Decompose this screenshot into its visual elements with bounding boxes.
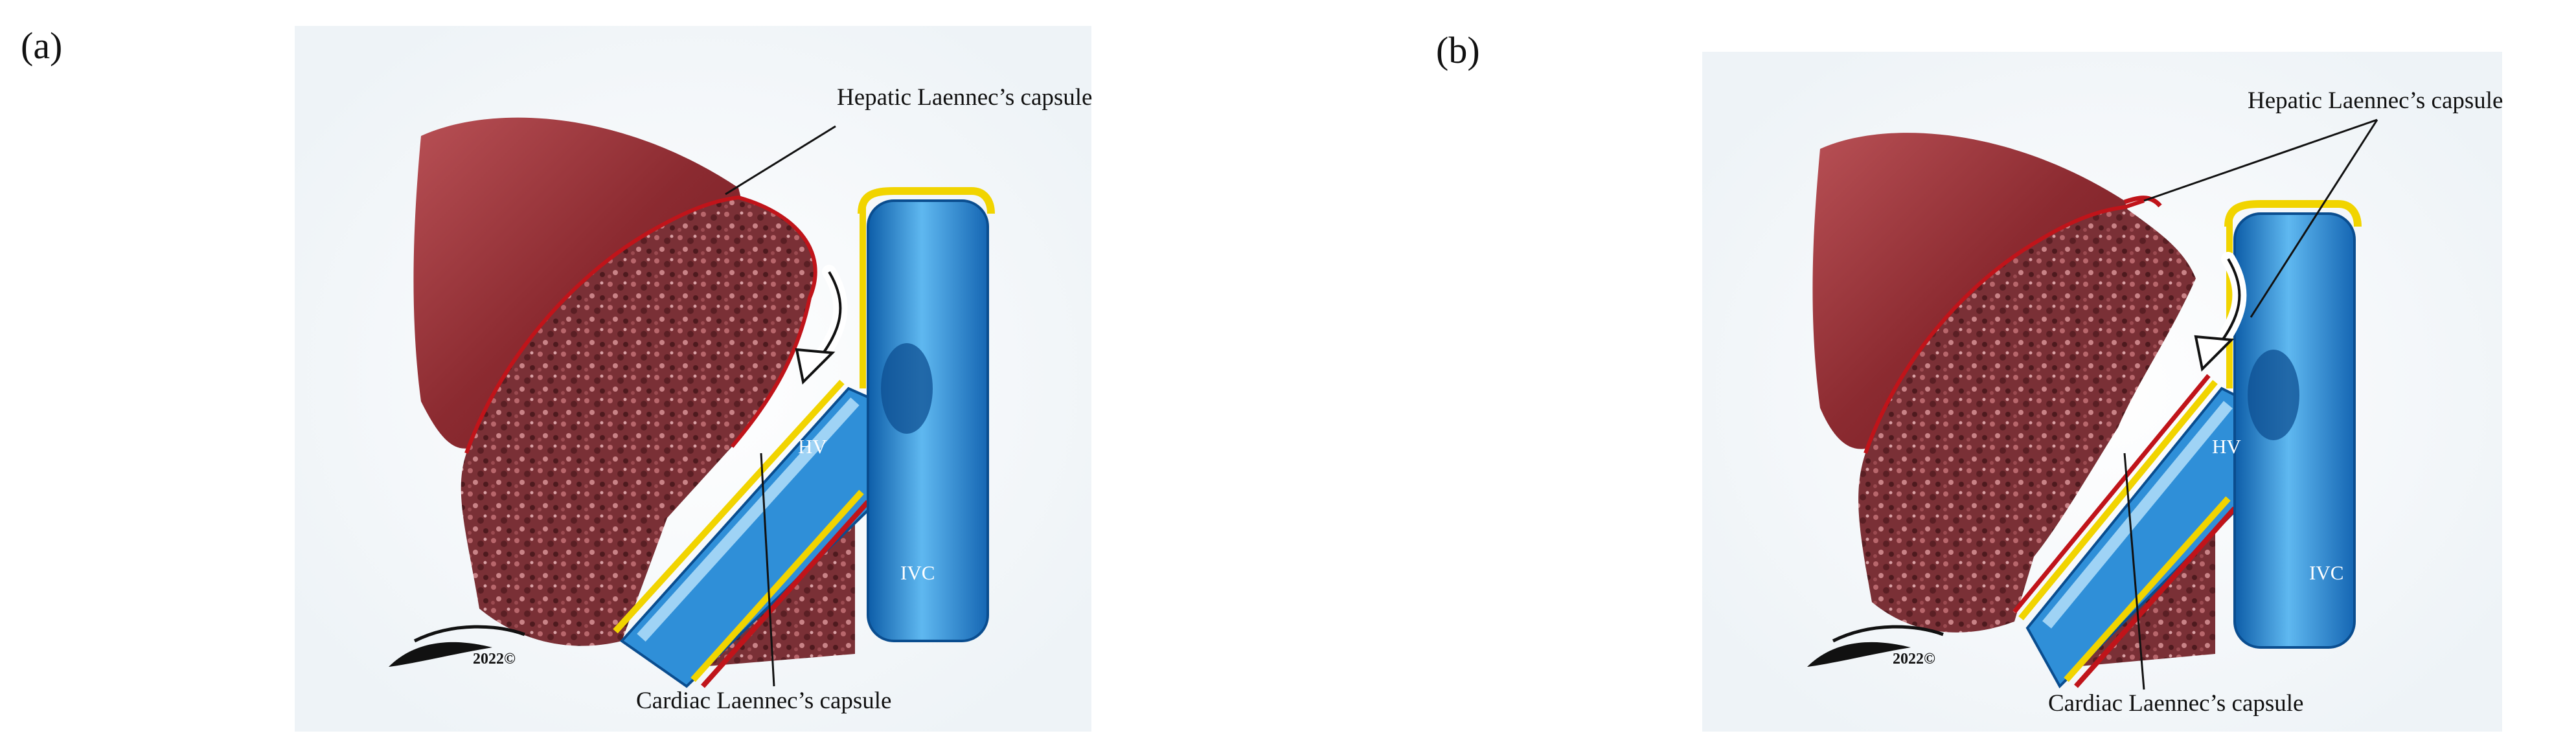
panel-letter: (b) bbox=[1436, 29, 1480, 71]
cardiac-capsule-red bbox=[2012, 374, 2211, 614]
label-cardiac-capsule: Cardiac Laennec’s capsule bbox=[2048, 690, 2303, 717]
cardiac-capsule-yellow bbox=[2018, 379, 2218, 621]
hv-red-lower bbox=[2074, 506, 2237, 688]
hv-ivc-junction bbox=[2248, 350, 2299, 440]
label-hepatic-capsule: Hepatic Laennec’s capsule bbox=[837, 84, 1092, 111]
panel-b-illustration: (b) Hepatic Laennec’s capsule Cardiac La… bbox=[1436, 29, 2503, 732]
curved-arrow-head bbox=[2194, 335, 2235, 372]
label-hepatic-capsule: Hepatic Laennec’s capsule bbox=[2248, 87, 2503, 114]
inferior-vena-cava bbox=[2233, 212, 2356, 649]
hv-ivc-junction bbox=[881, 343, 933, 434]
hepatic-capsule-line bbox=[1864, 199, 2145, 454]
liver-parenchyma bbox=[1858, 207, 2196, 633]
signature-mark bbox=[389, 642, 492, 667]
signature-mark bbox=[1807, 642, 1911, 667]
panel-letter: (a) bbox=[21, 25, 62, 67]
ivc-yellow-cap bbox=[858, 187, 995, 214]
hv-yellow-lower bbox=[2064, 496, 2231, 682]
signature-year: 2022© bbox=[473, 651, 516, 667]
panel-b: (b) Hepatic Laennec’s capsule Cardiac La… bbox=[1289, 0, 2576, 740]
leader-hepatic-1 bbox=[2143, 118, 2378, 202]
label-ivc: IVC bbox=[2309, 561, 2343, 584]
panel-a: (a) Hepatic Laennec’s capsule Cardiac La… bbox=[21, 25, 1092, 732]
signature-year: 2022© bbox=[1893, 651, 1935, 667]
signature-stroke bbox=[413, 625, 525, 643]
hepatic-capsule-edge bbox=[2123, 196, 2162, 208]
cardiac-capsule-yellow bbox=[613, 379, 845, 634]
hv-red-lower bbox=[701, 500, 870, 688]
leader-hepatic-2 bbox=[2250, 119, 2378, 318]
label-ivc: IVC bbox=[900, 561, 935, 584]
signature-stroke bbox=[1832, 625, 1944, 643]
label-hv: HV bbox=[798, 435, 827, 458]
ivc-yellow-cap bbox=[2224, 200, 2362, 227]
hepatic-vein-highlight bbox=[637, 397, 860, 642]
hv-yellow-lower bbox=[690, 489, 864, 682]
inferior-vena-cava bbox=[867, 199, 989, 642]
hepatic-vein-highlight bbox=[2042, 401, 2233, 629]
label-cardiac-capsule: Cardiac Laennec’s capsule bbox=[636, 688, 891, 714]
curved-arrow-head bbox=[795, 348, 836, 385]
leader-cardiac bbox=[760, 453, 775, 687]
panel-a-illustration: (a) Hepatic Laennec’s capsule Cardiac La… bbox=[21, 25, 1092, 732]
label-hv: HV bbox=[2212, 435, 2241, 458]
hepatic-capsule-line bbox=[464, 195, 817, 454]
leader-cardiac bbox=[2123, 453, 2145, 690]
leader-hepatic bbox=[725, 125, 836, 196]
liver-parenchyma bbox=[461, 197, 815, 646]
